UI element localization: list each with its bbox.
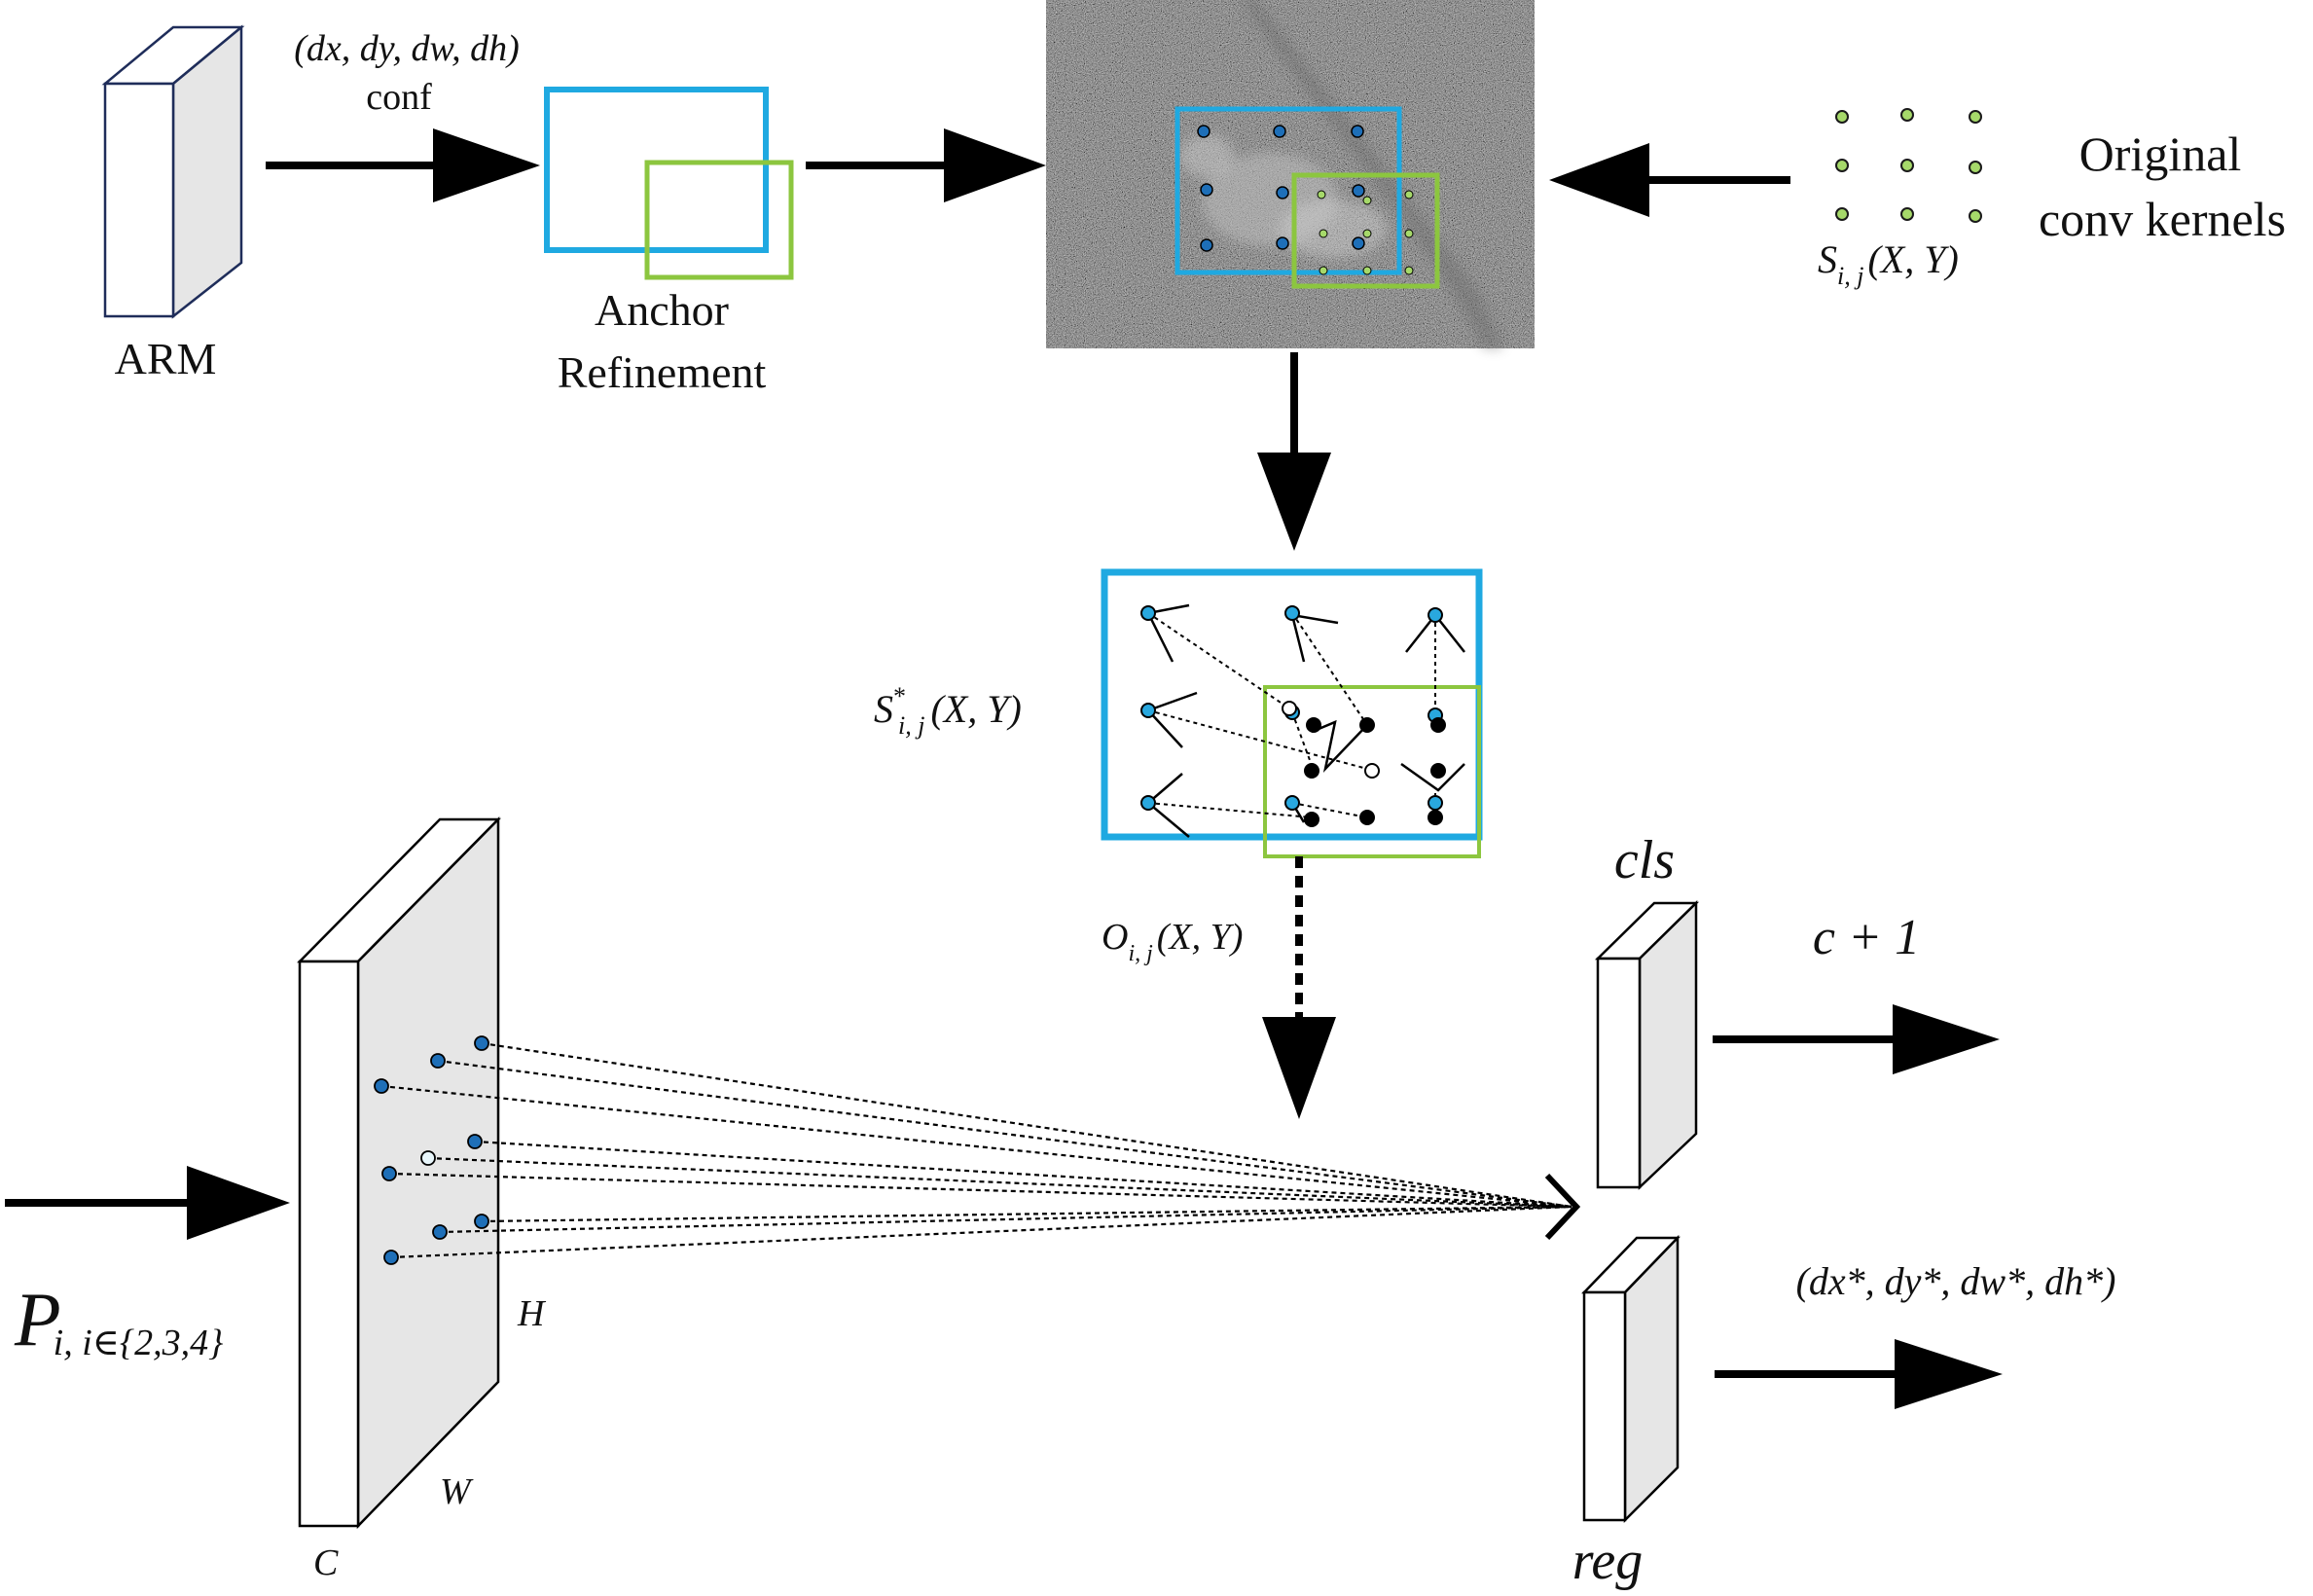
arrow-offsets-to-heads <box>1262 856 1336 1119</box>
feature-map-dim-h: H <box>517 1293 547 1334</box>
original-kernel-symbol-main: S <box>1818 237 1837 281</box>
anchor-refinement-boxes <box>544 87 794 280</box>
offset-field-symbol-sub: i, j <box>1128 941 1153 966</box>
deformed-sampling-symbol-main: S <box>874 687 893 731</box>
feature-map-symbol-sub: i, i∈{2,3,4} <box>54 1323 224 1363</box>
arm-label: ARM <box>115 334 217 383</box>
cls-head-label: cls <box>1614 830 1675 890</box>
reg-head-block <box>1581 1234 1681 1524</box>
arm-conf-label: conf <box>366 77 432 118</box>
cls-head-block <box>1594 900 1700 1190</box>
original-kernel-symbol: Si, j(X, Y) <box>1818 237 1959 290</box>
feature-map-slab <box>297 816 501 1530</box>
arrow-image-to-sampling <box>1257 352 1331 551</box>
arrow-cls-output <box>1713 1004 2000 1074</box>
original-kernels-label-2: conv kernels <box>2039 192 2286 246</box>
original-kernel-grid <box>1835 108 1982 223</box>
reg-head-label: reg <box>1572 1531 1644 1591</box>
feature-map-dim-c: C <box>313 1542 339 1583</box>
original-kernels-label-1: Original <box>2079 127 2242 181</box>
arrow-reg-output <box>1715 1339 2003 1409</box>
arrow-arm-to-anchor <box>266 128 540 202</box>
offset-field-symbol-main: O <box>1102 917 1128 958</box>
feature-map-dim-w: W <box>440 1471 474 1512</box>
offset-field-symbol-args: (X, Y) <box>1157 917 1244 958</box>
arrow-input-to-feature-map <box>5 1166 290 1240</box>
arm-block <box>101 24 245 319</box>
feature-map-symbol-main: P <box>14 1277 61 1361</box>
deformed-sampling-symbol-sup: * <box>893 682 906 710</box>
deformed-sampling-symbol-args: (X, Y) <box>930 687 1021 731</box>
original-kernel-symbol-args: (X, Y) <box>1867 237 1958 281</box>
offset-field-symbol: Oi, j(X, Y) <box>1102 917 1243 966</box>
anchor-refinement-label-2: Refinement <box>558 347 767 397</box>
sampling-points <box>374 1035 489 1265</box>
deformed-sampling-symbol-sub: i, j <box>898 711 924 740</box>
reg-head-output: (dx*, dy*, dw*, dh*) <box>1796 1259 2116 1303</box>
arrow-kernels-to-image <box>1549 143 1790 217</box>
original-kernel-symbol-sub: i, j <box>1837 262 1863 290</box>
arm-offsets-label: (dx, dy, dw, dh) <box>294 28 519 69</box>
deformed-sampling-symbol: S*i, j(X, Y) <box>874 682 1022 740</box>
feature-map-symbol: Pi, i∈{2,3,4} <box>14 1277 223 1363</box>
anchor-refinement-label-1: Anchor <box>595 285 729 335</box>
deformed-sampling-panel <box>1101 568 1483 858</box>
arrow-anchor-to-image <box>806 128 1046 202</box>
cls-head-output: c + 1 <box>1813 910 1920 965</box>
sar-image <box>1046 0 1535 348</box>
sampling-lines <box>380 1041 1572 1259</box>
convergence-chevron <box>1544 1173 1581 1241</box>
